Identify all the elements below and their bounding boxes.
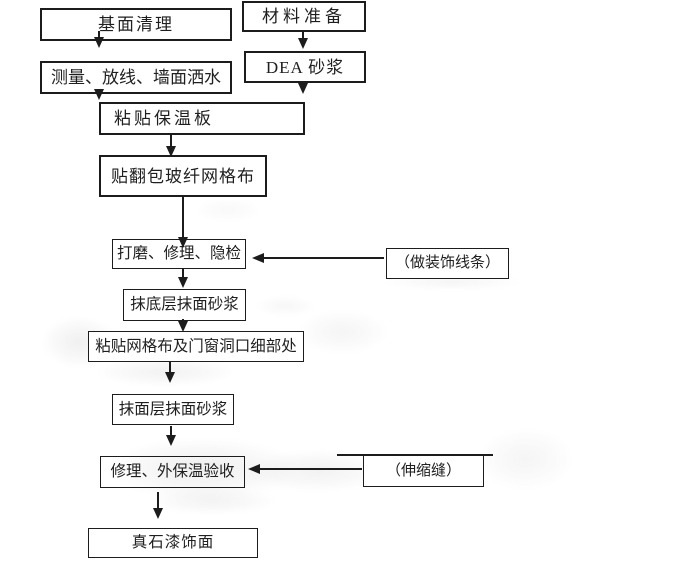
scan-smudge	[298, 310, 388, 354]
scan-smudge	[196, 198, 260, 222]
arrow-repair-to-stone-paint	[153, 492, 163, 519]
arrow-base-coat-to-mesh-detail	[178, 319, 188, 332]
arrow-wrap-mesh-to-grind	[178, 196, 188, 248]
arrow-base-clean-to-measure	[94, 31, 104, 48]
node-material-prep: 材料准备	[242, 1, 366, 32]
node-mesh-and-openings-detail: 粘贴网格布及门窗洞口细部处	[88, 331, 304, 362]
scan-smudge	[255, 296, 315, 316]
arrow-dea-mortar-to-paste-board	[298, 82, 308, 94]
arrow-paste-board-to-wrap-mesh	[166, 135, 176, 157]
scan-smudge	[148, 488, 278, 514]
arrow-material-prep-to-dea-mortar	[298, 32, 308, 49]
node-base-coat-mortar: 抹底层抹面砂浆	[123, 289, 246, 321]
node-repair-insulation-acceptance: 修理、外保温验收	[100, 456, 245, 488]
expansion-joint-top-line	[337, 454, 493, 456]
node-wrap-fiberglass-mesh: 贴翻包玻纤网格布	[99, 155, 267, 197]
node-surface-coat-mortar: 抹面层抹面砂浆	[112, 394, 234, 425]
node-stone-paint-finish: 真石漆饰面	[88, 528, 258, 558]
node-paste-insulation-board: 粘贴保温板	[99, 102, 305, 135]
arrow-surface-coat-to-repair	[166, 426, 176, 446]
node-expansion-joint: （伸缩缝）	[363, 456, 484, 487]
arrow-expansion-joint-to-repair	[248, 464, 362, 474]
node-decorative-lines: （做装饰线条）	[386, 248, 509, 279]
node-base-clean: 基面清理	[40, 8, 232, 41]
arrow-decorative-lines-to-grind	[252, 253, 384, 263]
arrow-mesh-detail-to-surface-coat	[165, 362, 175, 383]
node-dea-mortar: DEA 砂浆	[244, 51, 366, 83]
scan-smudge	[478, 428, 573, 490]
node-measure-line-water: 测量、放线、墙面洒水	[40, 61, 232, 94]
arrow-grind-to-base-coat	[178, 269, 188, 288]
